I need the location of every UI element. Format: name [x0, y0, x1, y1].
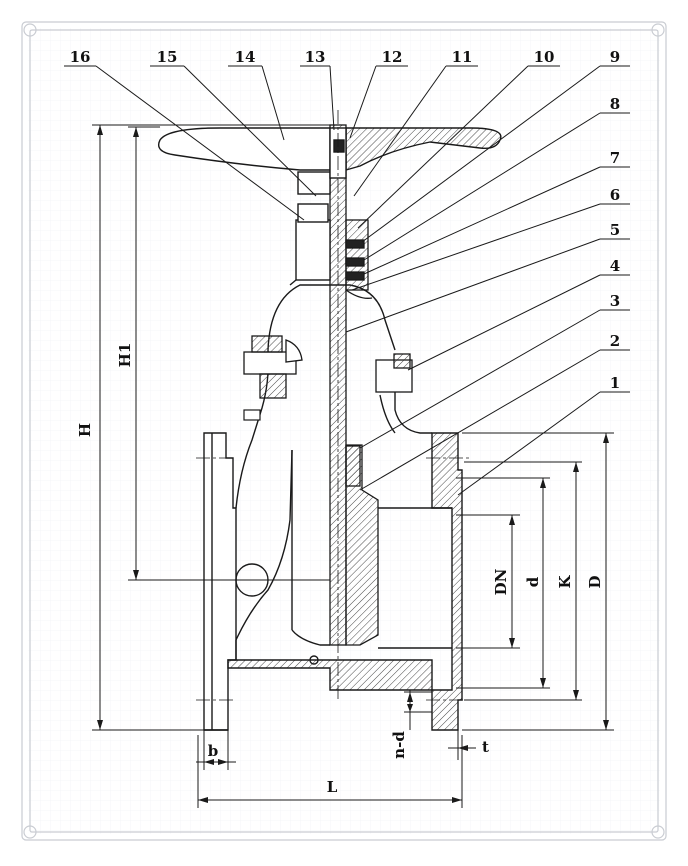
- bonnet-bolt-left: [243, 335, 303, 399]
- dimension-arrows: [97, 125, 609, 803]
- gland-seals: [345, 219, 373, 299]
- handwheel: [157, 127, 502, 179]
- dim-H1-label: H1: [116, 343, 134, 368]
- part-number-14: 14: [235, 48, 256, 66]
- part-number-1: 1: [610, 374, 620, 392]
- part-number-13: 13: [305, 48, 326, 66]
- dim-b-label: b: [208, 742, 219, 760]
- drawing-frame: [21, 21, 667, 841]
- dimension-lines: [92, 124, 614, 808]
- part-number-10: 10: [534, 48, 555, 66]
- gate-wedge: [345, 444, 379, 646]
- valve-body: [203, 284, 463, 731]
- part-number-5: 5: [610, 221, 620, 239]
- part-number-3: 3: [610, 292, 620, 310]
- small-screw: [243, 409, 261, 421]
- part-number-6: 6: [610, 186, 620, 204]
- dim-H-label: H: [76, 423, 94, 437]
- dim-K-label: K: [556, 575, 574, 589]
- part-number-16: 16: [70, 48, 91, 66]
- part-number-2: 2: [610, 332, 620, 350]
- bonnet-bolt-right: [375, 353, 413, 393]
- centerlines: [196, 110, 470, 701]
- dim-DN-label: DN: [492, 568, 510, 595]
- dim-L-label: L: [327, 778, 338, 796]
- part-number-11: 11: [452, 48, 473, 66]
- part-number-12: 12: [382, 48, 403, 66]
- part-number-9: 9: [610, 48, 620, 66]
- leader-lines: [64, 65, 630, 496]
- dim-D-label: D: [586, 575, 604, 588]
- part-number-7: 7: [610, 149, 620, 167]
- part-number-8: 8: [610, 95, 620, 113]
- part-number-4: 4: [610, 257, 620, 275]
- dim-t-label: t: [482, 738, 489, 756]
- dim-nd-label: n-d: [390, 731, 408, 759]
- part-number-15: 15: [157, 48, 178, 66]
- dim-d-label: d: [524, 576, 542, 587]
